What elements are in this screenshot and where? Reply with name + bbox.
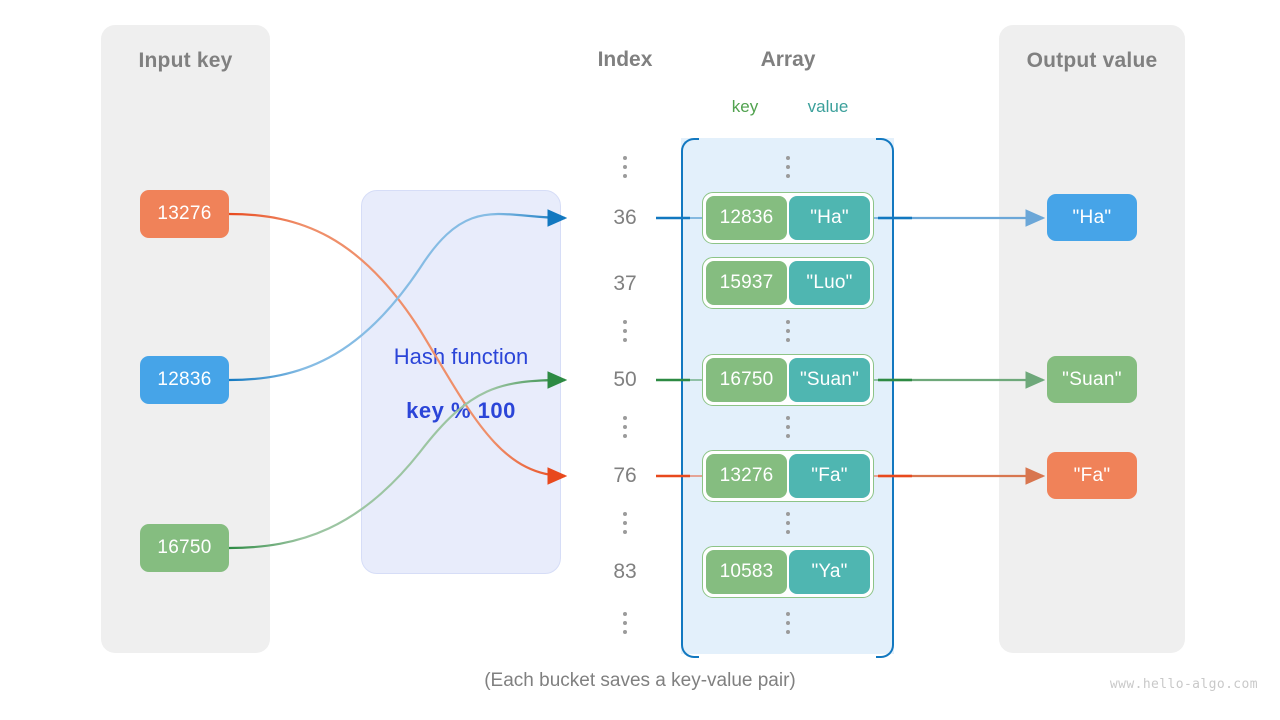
array-ellipsis-3 (781, 416, 795, 438)
output-value-chip-fa[interactable]: "Fa" (1047, 452, 1137, 499)
array-ellipsis-2 (781, 320, 795, 342)
bucket-50-value: "Suan" (789, 358, 870, 402)
array-ellipsis-bottom (781, 612, 795, 634)
array-ellipsis-4 (781, 512, 795, 534)
index-ellipsis-bottom (618, 612, 632, 634)
index-column-heading: Index (597, 48, 653, 71)
index-label-50: 50 (613, 368, 637, 391)
hash-function-box: Hash function key % 100 (361, 190, 561, 574)
bucket-37-key: 15937 (706, 261, 787, 305)
hash-function-title: Hash function (393, 344, 529, 369)
output-panel-title: Output value (1026, 49, 1158, 72)
bucket-76-value: "Fa" (789, 454, 870, 498)
input-key-chip-16750[interactable]: 16750 (140, 524, 229, 572)
bucket-37-value: "Luo" (789, 261, 870, 305)
index-label-76: 76 (613, 464, 637, 487)
bucket-83-value: "Ya" (789, 550, 870, 594)
array-column-heading: Array (760, 48, 816, 71)
index-label-37: 37 (613, 272, 637, 295)
input-key-chip-13276[interactable]: 13276 (140, 190, 229, 238)
input-panel-title: Input key (138, 49, 233, 72)
value-subheading: value (807, 97, 849, 116)
bucket-36-value: "Ha" (789, 196, 870, 240)
bucket-36[interactable]: 12836 "Ha" (702, 192, 874, 244)
index-label-36: 36 (613, 206, 637, 229)
array-right-bracket (876, 138, 894, 658)
hash-function-expression: key % 100 (406, 398, 516, 423)
bucket-36-key: 12836 (706, 196, 787, 240)
output-value-chip-ha[interactable]: "Ha" (1047, 194, 1137, 241)
index-ellipsis-2 (618, 320, 632, 342)
array-left-bracket (681, 138, 699, 658)
index-ellipsis-top (618, 156, 632, 178)
bucket-76[interactable]: 13276 "Fa" (702, 450, 874, 502)
bucket-37[interactable]: 15937 "Luo" (702, 257, 874, 309)
input-key-chip-12836[interactable]: 12836 (140, 356, 229, 404)
bucket-76-key: 13276 (706, 454, 787, 498)
index-label-83: 83 (613, 560, 637, 583)
bucket-83-key: 10583 (706, 550, 787, 594)
array-ellipsis-top (781, 156, 795, 178)
figure-caption: (Each bucket saves a key-value pair) (484, 670, 796, 691)
index-ellipsis-3 (618, 416, 632, 438)
bucket-50-key: 16750 (706, 358, 787, 402)
bucket-50[interactable]: 16750 "Suan" (702, 354, 874, 406)
output-value-chip-suan[interactable]: "Suan" (1047, 356, 1137, 403)
key-subheading: key (731, 97, 759, 116)
output-value-panel: Output value (999, 25, 1185, 653)
index-ellipsis-4 (618, 512, 632, 534)
bucket-83[interactable]: 10583 "Ya" (702, 546, 874, 598)
watermark: www.hello-algo.com (1109, 677, 1258, 692)
